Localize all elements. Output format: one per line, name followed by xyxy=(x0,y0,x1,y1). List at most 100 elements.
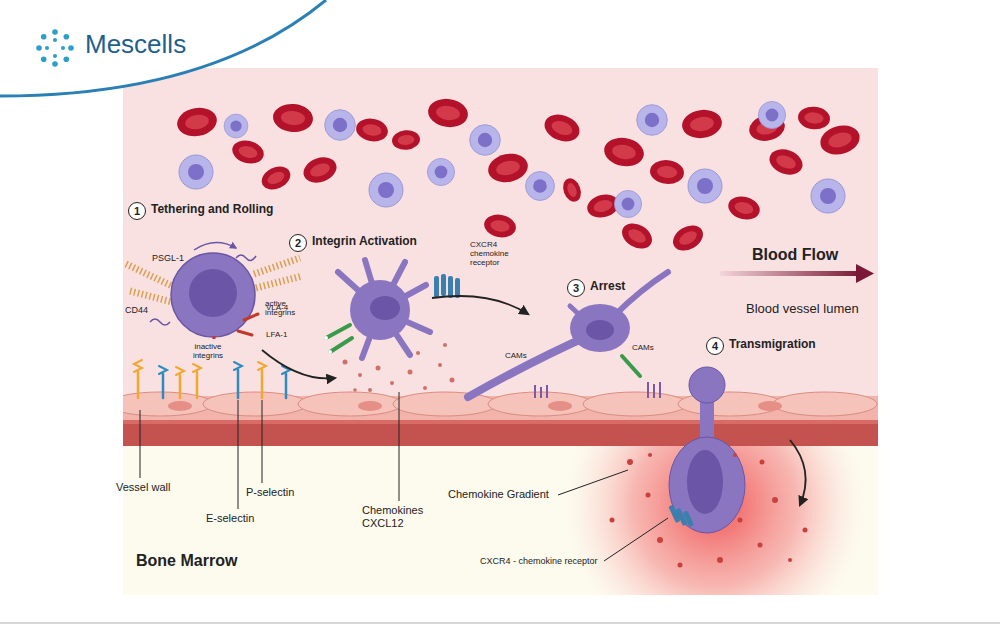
vessel-wall-part xyxy=(123,420,878,424)
header-logo-part-part xyxy=(45,46,49,50)
selectins-part xyxy=(176,367,184,375)
cell-activation-part-part xyxy=(353,388,357,392)
cell-tethering-part xyxy=(126,264,172,286)
blood-cells-part xyxy=(224,114,248,138)
selectins xyxy=(134,360,290,398)
header-logo-part-part xyxy=(64,57,70,63)
cell-activation-part-part xyxy=(343,360,348,365)
vessel-wall xyxy=(123,392,878,446)
blood-cells-part xyxy=(300,153,340,187)
part-label: CXCR4 - chemokine receptor xyxy=(480,556,598,566)
selectins-part xyxy=(162,374,165,398)
cell-transmigration-part-part xyxy=(803,528,808,533)
background-panel-part xyxy=(123,68,878,398)
selectins-part xyxy=(234,362,242,370)
leader-lines-part xyxy=(604,518,668,561)
cell-transmigration-part-part xyxy=(657,537,663,543)
cell-transmigration xyxy=(610,367,808,568)
blood-cells-part xyxy=(325,110,356,141)
cell-activation-part-part xyxy=(416,351,420,355)
callout-number: 1 xyxy=(128,202,146,220)
selectins-part xyxy=(237,370,240,398)
blood-cells-part xyxy=(369,173,403,207)
blood-cells-part xyxy=(541,110,583,146)
region-label: Blood vessel lumen xyxy=(746,302,859,317)
vessel-wall-part xyxy=(298,392,402,416)
blood-cells-part xyxy=(811,179,845,213)
cell-arrest-part-part xyxy=(540,387,542,398)
cell-transmigration-part-part xyxy=(758,543,763,548)
selectins-part xyxy=(137,372,140,398)
flow-label: Blood Flow xyxy=(752,246,838,264)
blood-flow-arrow xyxy=(720,264,874,283)
blood-cells xyxy=(175,96,863,255)
cell-transmigration-part-part xyxy=(646,493,651,498)
blood-cells-part xyxy=(680,107,724,140)
molecule-label: active integrins xyxy=(265,299,310,317)
header-logo-part xyxy=(0,0,326,96)
blood-cells-part xyxy=(526,172,555,201)
footer-rule-part xyxy=(0,622,1000,624)
vessel-wall-part xyxy=(583,392,687,416)
cell-arrest-part xyxy=(586,320,614,340)
blood-cells-part xyxy=(602,135,646,170)
cell-activation-part-part xyxy=(450,378,455,383)
cell-activation-part xyxy=(326,325,350,338)
blood-cells-part xyxy=(179,155,213,189)
molecule-label: CAMs xyxy=(632,343,654,352)
cell-arrest-part xyxy=(570,304,630,352)
cell-tethering-part xyxy=(150,319,170,325)
molecule-label: inactive integrins xyxy=(183,342,233,360)
cell-transmigration-part-part xyxy=(760,460,765,465)
blood-cells-part xyxy=(426,96,470,129)
cell-activation-part-part xyxy=(358,373,362,377)
vessel-wall-part xyxy=(758,401,782,411)
blood-cells-part xyxy=(230,137,267,167)
vessel-wall-part xyxy=(203,392,307,416)
cell-tethering-part xyxy=(194,242,236,250)
leader-lines-part xyxy=(262,400,263,483)
blood-flow-arrow-part xyxy=(856,264,874,283)
cell-transmigration-part xyxy=(790,440,806,505)
blood-cells-part xyxy=(649,159,685,186)
cell-activation-part-part xyxy=(376,366,381,371)
blood-cells-part xyxy=(482,212,517,240)
cell-activation-part-part xyxy=(423,386,427,390)
cell-transmigration-part xyxy=(668,505,694,528)
cell-activation-part xyxy=(343,343,455,392)
cell-arrest-part-part xyxy=(659,382,661,398)
cell-activation-part-part xyxy=(455,278,460,298)
cell-activation-part-part xyxy=(438,363,442,367)
blood-cells-part xyxy=(669,220,708,255)
cell-arrest-part xyxy=(535,382,660,398)
selectins-part xyxy=(285,374,288,398)
selectins-part xyxy=(196,372,199,398)
vessel-wall-part xyxy=(773,392,877,416)
blood-flow-arrow-part xyxy=(720,271,860,276)
part-label: Vessel wall xyxy=(116,481,170,494)
leader-lines-part xyxy=(238,400,239,509)
cell-arrest-part xyxy=(622,356,640,376)
molecule-label: CXCR4 chemokine receptor xyxy=(470,240,528,268)
blood-cells-part xyxy=(726,193,763,223)
selectins-part xyxy=(159,366,167,374)
vessel-wall-part xyxy=(358,401,382,411)
cell-transmigration-part-part xyxy=(717,557,723,563)
callout-number: 2 xyxy=(289,234,307,252)
cell-activation-part-part xyxy=(441,274,446,296)
selectins-part xyxy=(258,362,266,370)
cell-tethering-part xyxy=(256,276,302,288)
step-title: Arrest xyxy=(590,280,625,294)
blood-cells-part xyxy=(272,102,314,133)
cell-activation-part-part xyxy=(443,343,447,347)
part-label: E-selectin xyxy=(206,512,254,525)
blood-cells-part xyxy=(258,162,294,194)
cell-activation-part xyxy=(324,336,328,340)
cell-arrest xyxy=(468,272,668,398)
cell-transmigration-part-part xyxy=(627,459,633,465)
blood-cells-part xyxy=(427,158,454,185)
header-logo-part-part xyxy=(52,61,58,67)
leader-lines-part xyxy=(140,410,141,478)
region-label: Bone Marrow xyxy=(136,552,237,570)
header-logo-part-part xyxy=(53,38,57,42)
